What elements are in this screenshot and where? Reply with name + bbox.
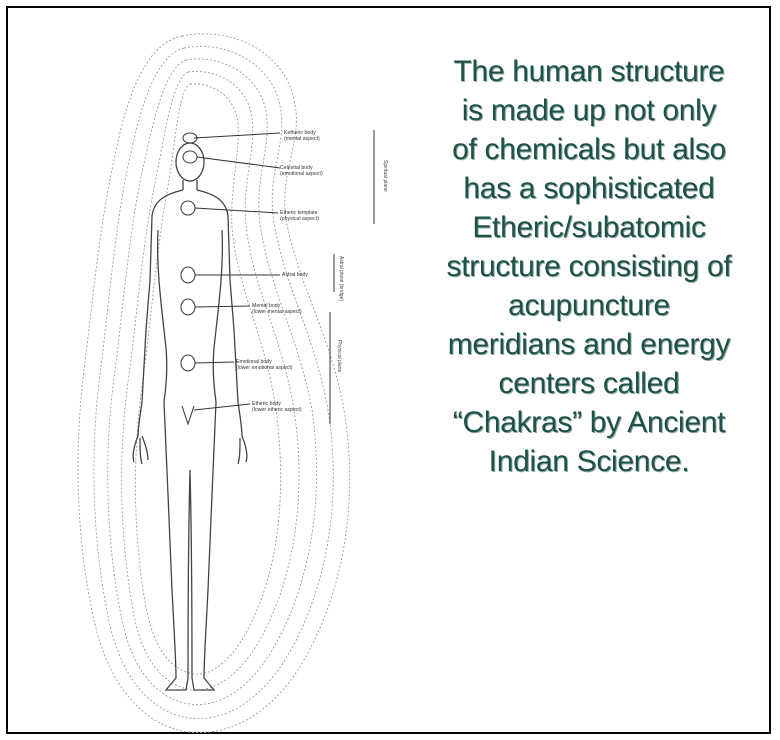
text-line: Indian Science. bbox=[424, 442, 754, 481]
chakra-centers bbox=[181, 133, 197, 424]
text-line: acupuncture bbox=[424, 286, 754, 325]
text-line: “Chakras” by Ancient bbox=[424, 403, 754, 442]
plane-labels: Spiritual plane Astral plane (bridge) Ph… bbox=[336, 160, 388, 372]
text-line: meridians and energy bbox=[424, 325, 754, 364]
svg-text:(lower mental aspect): (lower mental aspect) bbox=[252, 309, 302, 315]
text-line: The human structure bbox=[424, 52, 754, 91]
text-line: is made up not only bbox=[424, 91, 754, 130]
text-line: Etheric/subatomic bbox=[424, 208, 754, 247]
svg-text:(emotional aspect): (emotional aspect) bbox=[280, 171, 323, 177]
text-line: has a sophisticated bbox=[424, 169, 754, 208]
torso bbox=[138, 190, 242, 436]
description-text: The human structure is made up not only … bbox=[424, 52, 754, 481]
slide-frame: Ketheric body (mental aspect) Celestial … bbox=[6, 6, 771, 734]
left-hand bbox=[133, 436, 148, 464]
plane-label-physical: Physical plane bbox=[336, 340, 342, 372]
plane-label-astral: Astral plane (bridge) bbox=[338, 256, 344, 301]
aura-diagram: Ketheric body (mental aspect) Celestial … bbox=[54, 30, 414, 736]
body-sides bbox=[158, 230, 223, 402]
text-line: centers called bbox=[424, 364, 754, 403]
human-energy-body-figure: Ketheric body (mental aspect) Celestial … bbox=[54, 30, 414, 736]
body-labels: Ketheric body (mental aspect) Celestial … bbox=[236, 130, 323, 413]
svg-text:(physical aspect): (physical aspect) bbox=[280, 216, 319, 222]
svg-text:(lower emotional aspect): (lower emotional aspect) bbox=[236, 365, 293, 371]
plane-brackets bbox=[330, 130, 374, 424]
right-hand bbox=[238, 436, 247, 464]
plane-label-spiritual: Spiritual plane bbox=[382, 160, 388, 192]
legs bbox=[164, 402, 216, 690]
text-line: structure consisting of bbox=[424, 247, 754, 286]
label-astral: Astral body bbox=[282, 272, 308, 278]
head bbox=[176, 143, 204, 181]
svg-text:(lower etheric aspect): (lower etheric aspect) bbox=[252, 407, 302, 413]
svg-text:Astral body: Astral body bbox=[282, 272, 308, 278]
text-line: of chemicals but also bbox=[424, 130, 754, 169]
svg-text:(mental aspect): (mental aspect) bbox=[284, 136, 320, 142]
